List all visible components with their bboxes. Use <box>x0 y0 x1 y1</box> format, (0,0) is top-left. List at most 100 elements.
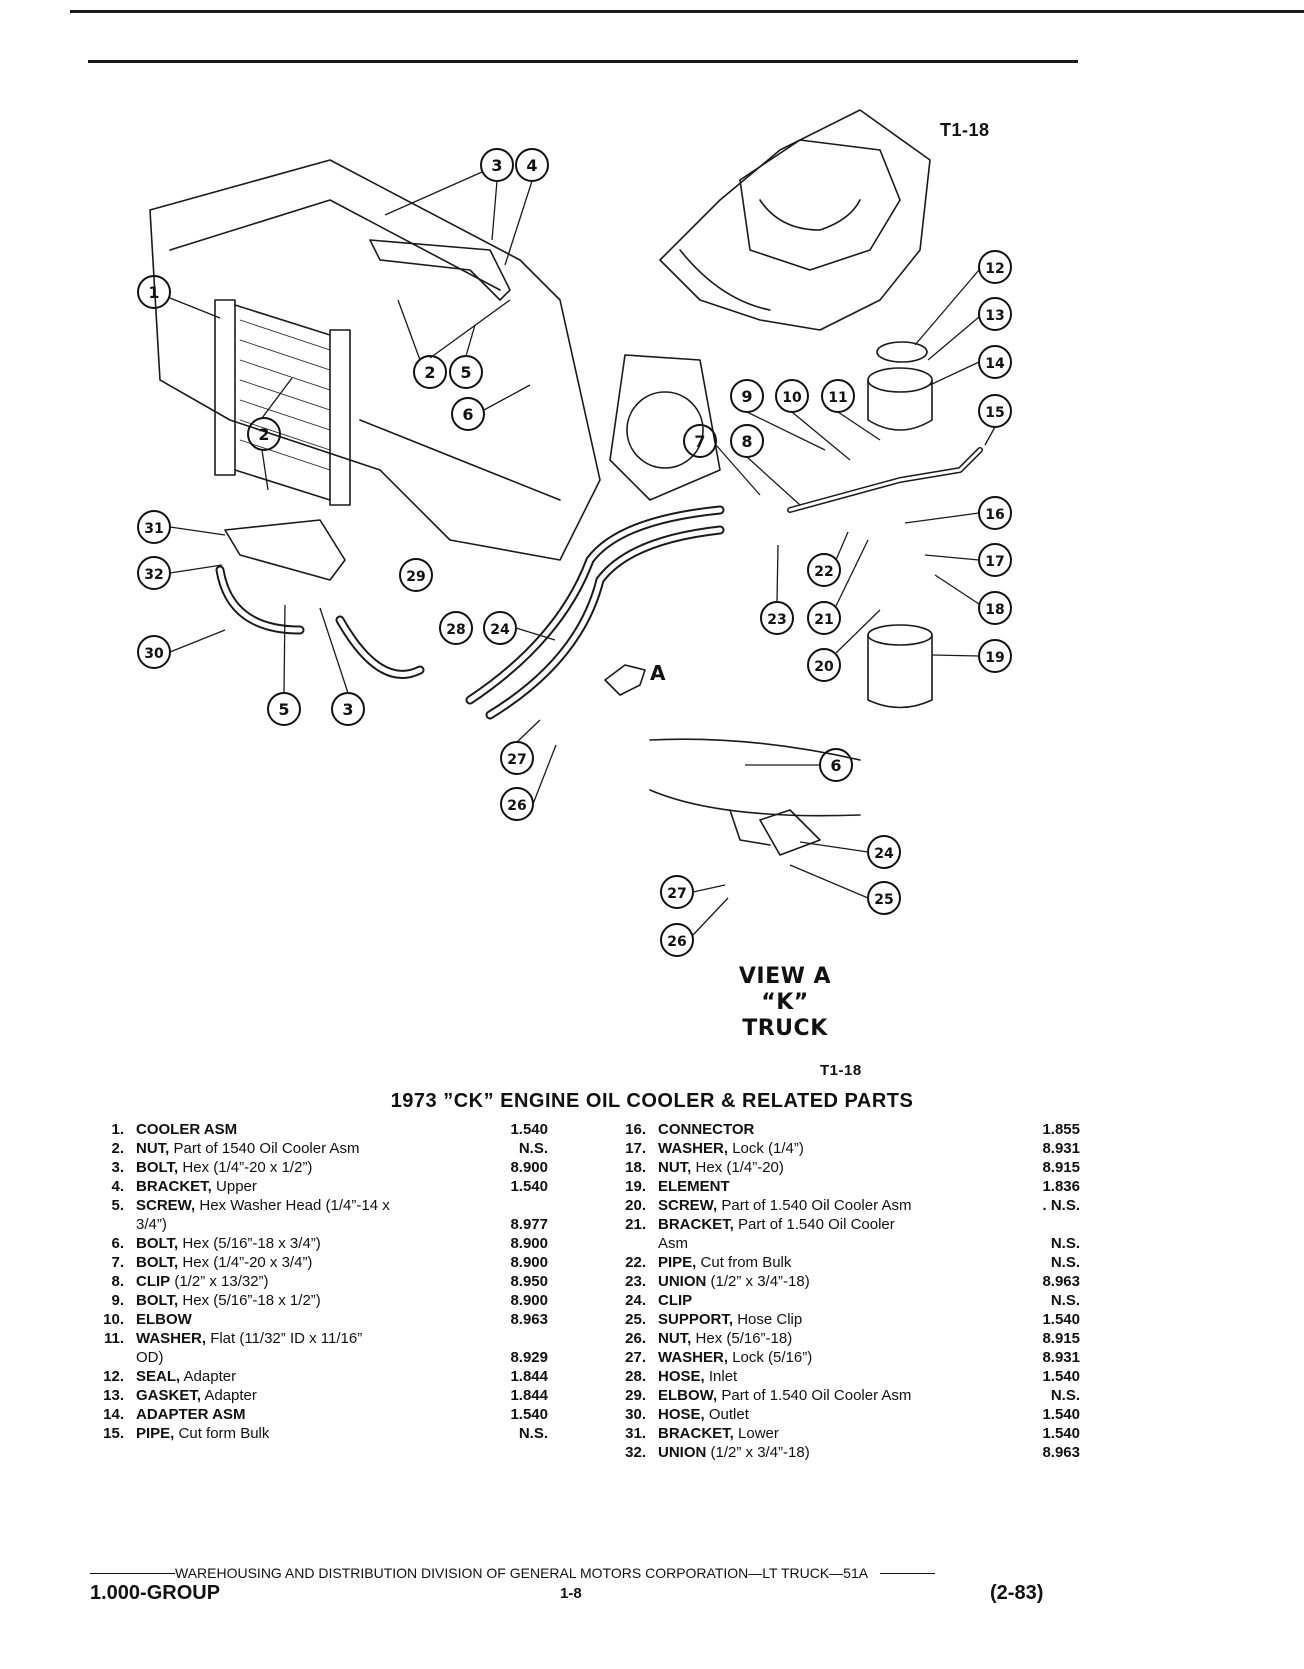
callout-4: 4 <box>515 148 549 182</box>
part-group-code: 1.836 <box>1042 1178 1080 1195</box>
svg-text:14: 14 <box>985 356 1005 372</box>
part-description: BRACKET, Lower <box>646 1424 1018 1443</box>
part-spec: Hex Washer Head (1/4”-14 x <box>199 1197 390 1214</box>
callout-23: 23 <box>760 601 794 635</box>
part-name: PIPE, <box>658 1254 697 1271</box>
part-number: 22. <box>625 1254 646 1271</box>
part-number: 28. <box>625 1368 646 1385</box>
part-spec: Adapter <box>183 1368 237 1385</box>
part-description: ADAPTER ASM <box>124 1405 486 1424</box>
svg-text:15: 15 <box>985 405 1004 421</box>
part-name: ELBOW <box>136 1311 192 1328</box>
part-spec: Upper <box>216 1178 257 1195</box>
svg-text:3: 3 <box>342 700 353 719</box>
part-name: ELBOW, <box>658 1387 718 1404</box>
part-description: ELBOW <box>124 1310 486 1329</box>
parts-row: 5.SCREW, Hex Washer Head (1/4”-14 x <box>88 1196 548 1215</box>
part-number: 11. <box>103 1330 124 1347</box>
adapter-top <box>867 367 933 393</box>
callout-14: 14 <box>978 345 1012 379</box>
valve-cover <box>739 139 901 271</box>
part-name: HOSE, <box>658 1368 705 1385</box>
part-number: 14. <box>103 1406 124 1423</box>
part-description: WASHER, Lock (1/4”) <box>646 1139 1018 1158</box>
part-spec: Part of 1.540 Oil Cooler Asm <box>721 1387 912 1404</box>
parts-row: 18.NUT, Hex (1/4”-20)8.915 <box>610 1158 1080 1177</box>
callout-24-view: 24 <box>867 835 901 869</box>
part-number: 25. <box>625 1311 646 1328</box>
part-description: UNION (1/2” x 3/4”-18) <box>646 1443 1018 1462</box>
callout-25-view: 25 <box>867 881 901 915</box>
part-name: ELEMENT <box>658 1178 730 1195</box>
parts-row: 9.BOLT, Hex (5/16”-18 x 1/2”)8.900 <box>88 1291 548 1310</box>
part-number: 3. <box>111 1159 124 1176</box>
part-description: SCREW, Hex Washer Head (1/4”-14 x <box>124 1196 486 1215</box>
part-group-code: 1.540 <box>1042 1406 1080 1423</box>
parts-list-title: 1973 ”CK” ENGINE OIL COOLER & RELATED PA… <box>390 1090 914 1112</box>
svg-text:16: 16 <box>985 507 1004 523</box>
svg-text:21: 21 <box>814 612 833 628</box>
part-description: CLIP (1/2” x 13/32”) <box>124 1272 486 1291</box>
part-number: 31. <box>625 1425 646 1442</box>
svg-text:27: 27 <box>667 886 686 902</box>
svg-text:3: 3 <box>491 156 502 175</box>
parts-row: 32.UNION (1/2” x 3/4”-18)8.963 <box>610 1443 1080 1462</box>
view-a-arrow-label: A <box>650 661 666 685</box>
parts-row: 19.ELEMENT 1.836 <box>610 1177 1080 1196</box>
part-spec: Hex (5/16”-18 x 1/2”) <box>182 1292 321 1309</box>
part-group-code: 8.931 <box>1042 1349 1080 1366</box>
part-spec: Adapter <box>204 1387 257 1404</box>
header-rule <box>88 60 1078 63</box>
callout-11: 11 <box>821 379 855 413</box>
part-spec: Flat (11/32” ID x 11/16” <box>210 1330 363 1347</box>
callout-2-left: 2 <box>247 417 281 451</box>
part-description: GASKET, Adapter <box>124 1386 486 1405</box>
footer-division-line: WAREHOUSING AND DISTRIBUTION DIVISION OF… <box>90 1565 1080 1581</box>
part-description: BRACKET, Upper <box>124 1177 486 1196</box>
svg-text:23: 23 <box>767 612 786 628</box>
part-number: 18. <box>625 1159 646 1176</box>
parts-row: 7.BOLT, Hex (1/4”-20 x 3/4”)8.900 <box>88 1253 548 1272</box>
part-name: SCREW, <box>658 1197 718 1214</box>
part-name: BOLT, <box>136 1292 179 1309</box>
callout-group: 3 4 1 2 5 6 2 9 10 11 7 8 12 13 14 15 16… <box>137 148 1012 957</box>
intake-manifold <box>759 199 861 231</box>
part-group-code: 8.915 <box>1042 1159 1080 1176</box>
svg-text:4: 4 <box>526 156 537 175</box>
part-group-code: N.S. <box>1050 1387 1080 1404</box>
part-group-code: 8.929 <box>510 1349 548 1366</box>
svg-text:11: 11 <box>828 390 847 406</box>
part-description: BOLT, Hex (1/4”-20 x 1/2”) <box>124 1158 486 1177</box>
svg-text:5: 5 <box>460 363 471 382</box>
svg-text:13: 13 <box>985 308 1004 324</box>
svg-text:28: 28 <box>446 622 465 638</box>
svg-text:5: 5 <box>278 700 289 719</box>
part-group-code: N.S. <box>518 1140 548 1157</box>
parts-row: 11.WASHER, Flat (11/32” ID x 11/16” <box>88 1329 548 1348</box>
part-number: 7. <box>111 1254 124 1271</box>
callout-12: 12 <box>978 250 1012 284</box>
part-group-code: 8.900 <box>510 1235 548 1252</box>
part-number: 17. <box>625 1140 646 1157</box>
part-description: NUT, Part of 1540 Oil Cooler Asm <box>124 1139 486 1158</box>
part-group-code: N.S. <box>1050 1292 1080 1309</box>
callout-10: 10 <box>775 379 809 413</box>
part-group-code: 1.844 <box>510 1368 548 1385</box>
footer-group: 1.000-GROUP <box>90 1582 221 1604</box>
svg-text:26: 26 <box>667 934 686 950</box>
parts-row: 16.CONNECTOR 1.855 <box>610 1120 1080 1139</box>
part-group-code: 1.540 <box>510 1178 548 1195</box>
callout-16: 16 <box>978 496 1012 530</box>
part-number: 24. <box>625 1292 646 1309</box>
part-spec: Asm <box>658 1235 688 1252</box>
part-number: 9. <box>111 1292 124 1309</box>
engine-block-outline <box>659 109 931 331</box>
parts-row: 3/4”)8.977 <box>88 1215 548 1234</box>
callout-22: 22 <box>807 553 841 587</box>
